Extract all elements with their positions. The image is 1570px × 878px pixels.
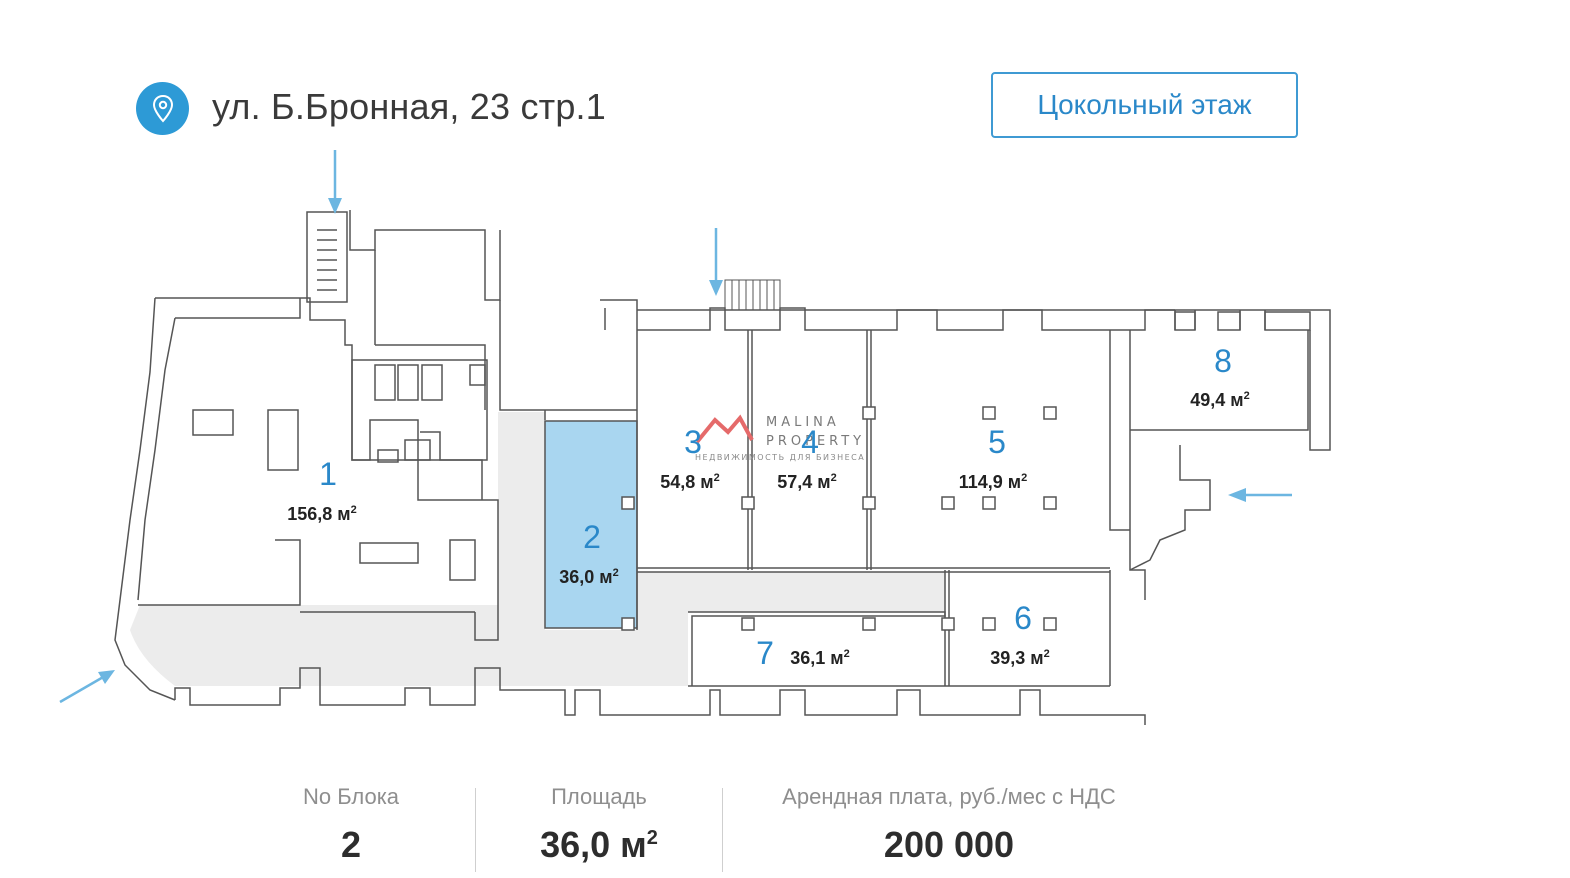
divider [475, 788, 476, 872]
svg-text:49,4 м2: 49,4 м2 [1190, 390, 1249, 410]
watermark-logo: MALINA PROPERTY НЕДВИЖИМОСТЬ ДЛЯ БИЗНЕСА [695, 414, 865, 462]
svg-text:57,4 м2: 57,4 м2 [777, 472, 836, 492]
block-1-label[interactable]: 1 156,8 м2 [287, 456, 357, 524]
svg-text:2: 2 [583, 519, 601, 555]
svg-text:3: 3 [684, 424, 702, 460]
corridor [130, 412, 945, 686]
watermark-line1: MALINA [766, 415, 840, 430]
watermark-line2: PROPERTY [766, 434, 865, 449]
svg-text:8: 8 [1214, 343, 1232, 379]
divider [722, 788, 723, 872]
map-pin-icon [136, 82, 189, 135]
columns [621, 406, 1057, 631]
svg-text:36,1 м2: 36,1 м2 [790, 648, 849, 668]
svg-text:39,3 м2: 39,3 м2 [990, 648, 1049, 668]
block-4-label[interactable]: 4 57,4 м2 [777, 424, 836, 492]
block-8-label[interactable]: 8 49,4 м2 [1190, 343, 1249, 410]
floor-plan: MALINA PROPERTY НЕДВИЖИМОСТЬ ДЛЯ БИЗНЕСА… [59, 150, 1331, 725]
svg-text:7: 7 [756, 635, 774, 671]
block-number-column: No Блока 2 [251, 784, 451, 866]
walls [114, 210, 1331, 725]
svg-text:4: 4 [801, 424, 819, 460]
svg-text:54,8 м2: 54,8 м2 [660, 472, 719, 492]
svg-text:36,0 м2: 36,0 м2 [559, 567, 618, 587]
block-6-label[interactable]: 6 39,3 м2 [990, 600, 1049, 668]
block-2-label[interactable]: 2 36,0 м2 [559, 519, 618, 587]
svg-text:1: 1 [319, 456, 337, 492]
rent-value: 200 000 [883, 824, 1015, 865]
svg-text:156,8 м2: 156,8 м2 [287, 504, 357, 524]
entrance-arrows [59, 150, 1292, 704]
rent-column: Арендная плата, руб./мес с НДС 200 000 [749, 784, 1149, 866]
block-2-area[interactable] [544, 420, 638, 629]
watermark-tagline: НЕДВИЖИМОСТЬ ДЛЯ БИЗНЕСА [695, 453, 865, 462]
block-5-label[interactable]: 5 114,9 м2 [959, 424, 1028, 492]
area-label: Площадь [551, 784, 647, 809]
rent-label: Арендная плата, руб./мес с НДС [782, 784, 1116, 809]
address-label: ул. Б.Бронная, 23 стр.1 [212, 86, 606, 127]
floor-select-button[interactable]: Цокольный этаж [991, 72, 1298, 138]
svg-text:6: 6 [1014, 600, 1032, 636]
area-value: 36,0 м2 [540, 824, 658, 865]
block-7-label[interactable]: 7 36,1 м2 [756, 635, 850, 671]
stairs [724, 279, 781, 311]
block-3-label[interactable]: 3 54,8 м2 [660, 424, 719, 492]
area-column: Площадь 36,0 м2 [499, 784, 699, 866]
block-number-value: 2 [340, 824, 362, 865]
svg-text:114,9 м2: 114,9 м2 [959, 472, 1028, 492]
svg-text:5: 5 [988, 424, 1006, 460]
block-number-label: No Блока [302, 784, 400, 809]
